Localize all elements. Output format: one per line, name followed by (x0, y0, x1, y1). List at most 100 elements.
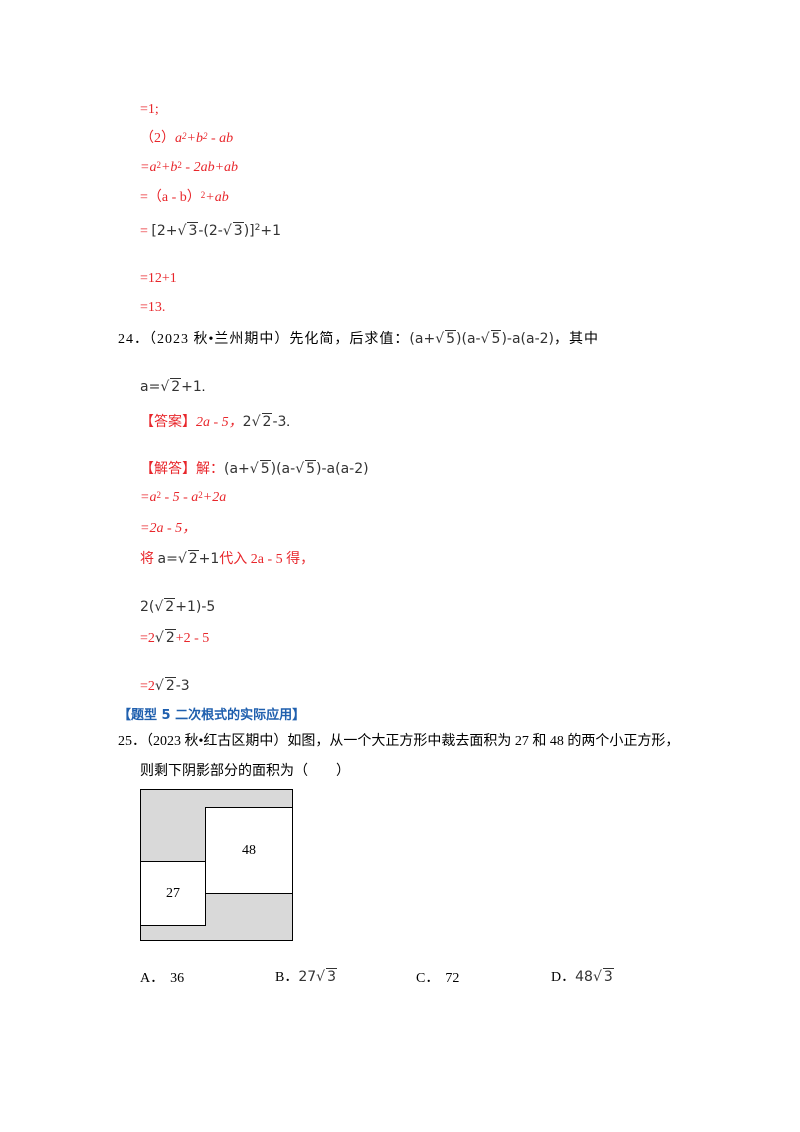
part-label: （2） (140, 131, 175, 146)
q24-expr-a: (a+ (409, 331, 436, 347)
step3-b: +b (160, 160, 178, 175)
step-line-3: =a2+b2 - 2ab+ab (140, 160, 239, 175)
q24-expr-c: )-a(a-2) (501, 331, 554, 347)
s6-rad: 2 (164, 677, 176, 694)
s5-radical: √2 (154, 629, 176, 646)
answer-part-a: 2a - 5， (196, 415, 243, 430)
step5-expr-a: [2+ (151, 223, 178, 239)
figure-square-48: 48 (205, 807, 293, 894)
q24-rad-1: 5 (445, 330, 457, 347)
radical-icon: √ (154, 630, 164, 646)
option-a[interactable]: A．36 (140, 970, 184, 988)
option-d-rad: 3 (602, 968, 614, 985)
s6-expr: √2-3 (154, 677, 190, 694)
q24-step-2: =2a - 5， (140, 521, 197, 536)
solution-expr: (a+√5)(a-√5)-a(a-2) (224, 460, 369, 477)
figure-square-27: 27 (140, 861, 206, 926)
step5-expr: [2+√3-(2-√3)]2+1 (151, 222, 281, 239)
s3-d: 代入 2a - 5 得， (219, 552, 315, 567)
q25-text-1: 如图，从一个大正方形中裁去面积为 27 和 48 的两个小正方形， (287, 734, 680, 749)
step-line-5: = [2+√3-(2-√3)]2+1 (140, 222, 281, 241)
s1-b: - 5 - a (160, 490, 199, 505)
option-d-coef: 48 (575, 969, 593, 985)
q24-step-1: =a2 - 5 - a2+2a (140, 490, 227, 505)
q24-number: 24． (118, 332, 149, 347)
sol-expr-b: )(a- (270, 461, 296, 477)
option-d-label: D． (551, 970, 576, 985)
s6-b: -3 (175, 678, 190, 694)
q24-expr: (a+√5)(a-√5)-a(a-2) (409, 330, 554, 347)
radical-icon: √ (295, 461, 305, 477)
q24-source: （2023 秋•兰州期中） (149, 332, 290, 347)
expr-a2b2ab: a2+b2 - ab (175, 131, 234, 146)
option-b-coef: 27 (298, 969, 317, 985)
q25-number: 25． (118, 734, 146, 749)
s4-expr: 2(√2+1)-5 (140, 598, 216, 615)
s3-b: a= (157, 551, 178, 567)
s3-expr: a=√2+1 (157, 550, 219, 567)
q24-cond-b: +1 (181, 379, 202, 395)
step-line-7: =13. (140, 300, 166, 315)
option-d-value: 48√3 (575, 968, 614, 985)
option-b[interactable]: B．27√3 (275, 968, 338, 987)
option-d[interactable]: D．48√3 (551, 968, 614, 987)
q24-tail: ，其中 (554, 332, 599, 347)
answer-c: -3 (272, 414, 287, 430)
s3-rad: 2 (187, 550, 199, 567)
q24-answer: 【答案】2a - 5，2√2-3. (140, 413, 290, 432)
q24-condition: a=√2+1. (140, 378, 205, 397)
radical-icon: √ (177, 551, 187, 567)
q24-cond-rad: 2 (170, 378, 182, 395)
radical-icon: √ (154, 599, 164, 615)
step-line-6: =12+1 (140, 271, 177, 286)
radical-icon: √ (316, 969, 326, 985)
q24-expr-b: )(a- (456, 331, 481, 347)
section-title: 【题型 5 二次根式的实际应用】 (118, 708, 306, 723)
q24-step-5: =2√2+2 - 5 (140, 629, 209, 648)
s1-a: =a (140, 490, 157, 505)
radical-icon: √ (592, 969, 602, 985)
step5-eq: = (140, 224, 148, 239)
step4-a: =（a - b） (140, 190, 201, 205)
answer-expr: 2√2-3 (242, 413, 287, 430)
q24-rad-2: 5 (490, 330, 502, 347)
q24-step-4: 2(√2+1)-5 (140, 598, 215, 617)
step5-expr-e: )] (243, 223, 255, 239)
solution-word: 解： (196, 462, 224, 477)
step5-expr-f: +1 (260, 223, 281, 239)
q24-text: 先化简，后求值： (289, 332, 410, 347)
step3-c: - 2ab+ab (181, 160, 239, 175)
answer-dot: . (286, 415, 290, 430)
s1-c: +2a (202, 490, 227, 505)
s4-b: +1)-5 (175, 599, 216, 615)
q25-text-2: 则剩下阴影部分的面积为（ ） (140, 764, 350, 779)
q24-cond-expr: a=√2+1 (140, 378, 202, 395)
radical-icon: √ (222, 223, 232, 239)
q25-source: （2023 秋•红古区期中） (146, 734, 288, 749)
radical-icon: √ (251, 414, 261, 430)
question-25: 25．（2023 秋•红古区期中）如图，从一个大正方形中裁去面积为 27 和 4… (118, 733, 679, 751)
q24-step-3: 将 a=√2+1代入 2a - 5 得， (140, 550, 314, 569)
step5-expr-c: -(2- (198, 223, 223, 239)
figure-label-27: 27 (166, 885, 180, 901)
s5-a: =2 (140, 631, 155, 646)
step5-rad-2: 3 (232, 222, 244, 239)
option-b-value: 27√3 (298, 968, 338, 985)
answer-b: 2 (242, 414, 252, 430)
solution-tag: 【解答】 (140, 462, 196, 477)
sol-rad-1: 5 (259, 460, 271, 477)
answer-rad: 2 (261, 413, 273, 430)
option-c-label: C． (416, 971, 440, 986)
s6-a: =2 (140, 679, 155, 694)
option-b-label: B． (275, 970, 299, 985)
s4-rad: 2 (164, 598, 176, 615)
step-line-1: =1; (140, 102, 159, 117)
radical-icon: √ (154, 678, 164, 694)
s5-rad: 2 (164, 629, 176, 646)
figure-label-48: 48 (242, 842, 256, 858)
option-c[interactable]: C． 72 (416, 970, 459, 988)
option-c-value: 72 (445, 971, 460, 986)
step-line-2: （2）a2+b2 - ab (140, 130, 233, 148)
option-b-rad: 3 (326, 968, 338, 985)
radical-icon: √ (435, 331, 445, 347)
